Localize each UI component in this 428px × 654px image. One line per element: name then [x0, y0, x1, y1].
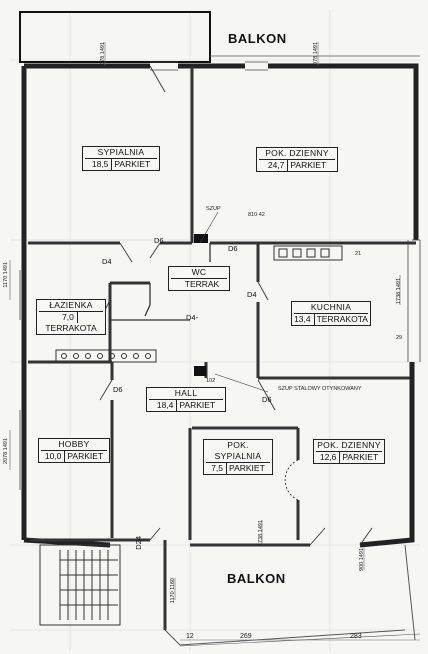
staircase — [39, 544, 121, 626]
room-area: 7,5 — [211, 463, 228, 474]
szup-leader — [214, 373, 269, 393]
room-name: HOBBY — [41, 439, 107, 451]
dimension-top-left: 2078 1491 — [100, 42, 106, 68]
door-tag: D6 — [154, 236, 164, 245]
room-area: 12,6 — [320, 452, 341, 463]
room-material: PARKIET — [342, 452, 379, 462]
annotation-21: 21 — [355, 251, 362, 257]
dimension-lines — [9, 42, 420, 641]
room-material: PARKIET — [229, 463, 265, 473]
room-material: PARKIET — [290, 160, 327, 170]
door-tag: D4 — [247, 290, 257, 299]
dimension-balkon-bottom: 1170 1160 — [170, 578, 176, 604]
annotation-szup-stalowy: SZUP STALOWY OTYNKOWANY — [278, 386, 362, 392]
balcony-top-frame — [19, 11, 211, 63]
room-name: SYPIALNIA — [85, 147, 157, 159]
room-name: HALL — [149, 388, 223, 400]
door-tag: D4 — [102, 257, 112, 266]
room-area: 7,0 — [62, 312, 78, 323]
door-tag: D6 — [262, 395, 272, 404]
room-material: PARKIET — [67, 451, 104, 461]
dimension-bottom-a: 12 — [186, 633, 194, 640]
kitchen-counter — [273, 245, 343, 261]
balcony-top-label: BALKON — [228, 31, 287, 46]
szup-top-leader — [199, 211, 219, 244]
thin-partitions — [110, 243, 211, 321]
dimension-right-upper: 1738 1491 — [396, 278, 402, 304]
dimension-right-lower: 900 1491 — [359, 548, 365, 571]
door-tag: D6 — [228, 244, 238, 253]
annotation-102: 102 — [206, 378, 216, 384]
annotation-29: 29 — [396, 335, 403, 341]
dimension-top-right: 2078 1491 — [313, 42, 319, 68]
door-tag: D6 — [113, 385, 123, 394]
shaft-hall — [194, 366, 206, 376]
door-tag: D24 — [134, 536, 143, 550]
balcony-bottom-outline — [164, 544, 421, 647]
door-swings — [99, 65, 373, 546]
outer-walls — [21, 63, 419, 548]
windows — [19, 61, 421, 490]
room-area: 10,0 — [45, 451, 66, 462]
room-area: 18,5 — [92, 159, 113, 170]
dimension-bottom-c: 283 — [350, 633, 362, 640]
balcony-bottom-label: BALKON — [227, 571, 286, 586]
room-name: POK. SYPIALNIA — [206, 440, 270, 463]
room-material: PARKIET — [179, 400, 216, 410]
annotation-szup: SZUP — [206, 206, 221, 212]
room-material: TERRAK — [184, 279, 220, 289]
room-material: TERRAKOTA — [316, 314, 368, 324]
room-name: KUCHNIA — [294, 302, 368, 314]
room-label-wc: WC TERRAK — [168, 266, 230, 291]
room-area: 18,4 — [157, 400, 178, 411]
dimension-bottom-b: 269 — [240, 633, 252, 640]
shaft-top — [194, 234, 208, 243]
annotation-810: 810 42 — [248, 212, 265, 218]
room-area: 24,7 — [268, 160, 289, 171]
room-area: 13,4 — [294, 314, 315, 325]
dimension-center-lower: 1738 1491 — [258, 520, 264, 546]
room-material: PARKIET — [114, 159, 151, 169]
dimension-left-upper: 1170 1491 — [3, 262, 9, 288]
dimension-left-lower: 2078 1491 — [3, 438, 9, 464]
bathroom-counter — [55, 349, 157, 363]
door-tag: D4- — [186, 313, 199, 322]
room-label-lazienka: ŁAZIENKA 7,0TERRAKOTA — [36, 299, 106, 335]
room-name: POK. DZIENNY — [316, 440, 382, 452]
room-name: ŁAZIENKA — [39, 300, 103, 312]
room-name: WC — [171, 267, 227, 279]
room-material: TERRAKOTA — [45, 323, 97, 333]
room-name: POK. DZIENNY — [259, 148, 335, 160]
